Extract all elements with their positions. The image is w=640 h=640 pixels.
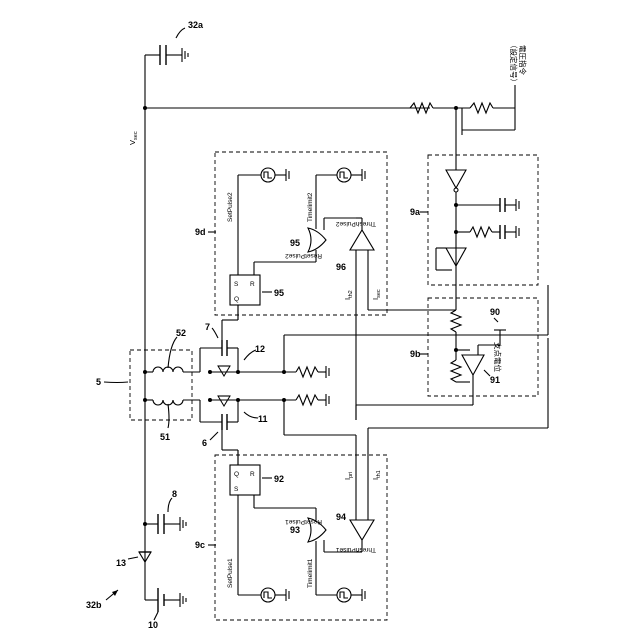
coil-52 [143,367,200,374]
vsec-sub: sec [133,131,139,140]
switch-7 [200,305,252,376]
isec-sub: sec [376,289,382,298]
block-9a [428,155,538,285]
ref-32a: 32a [188,20,204,30]
ref-13: 13 [116,558,126,568]
ref-90: 90 [490,307,500,317]
svg-text:Ipri: Ipri [343,472,354,480]
block-9b [428,298,538,396]
ref-32b: 32b [86,600,102,610]
ff92-s: S [234,486,239,493]
ref-92: 92 [274,474,284,484]
divider-resistors [410,85,515,135]
threshpulse1-label: ThreshPulse1 [336,546,376,553]
block-9a-circuit [436,135,519,290]
ref-32b-arrow [106,590,118,600]
ref-9b: 9b [410,349,421,359]
voltage-cmd-line1: 電圧指令 [518,45,528,75]
pulse-source-setpulse1 [238,588,289,602]
ff92-q: Q [234,471,239,478]
vsec-label: Vsec [128,131,139,145]
svg-text:Vsec: Vsec [128,131,139,145]
ref-11: 11 [258,414,268,424]
coil-51 [143,398,200,405]
ref-5: 5 [96,377,101,387]
sense-resistor-lower [252,394,329,406]
pulse-source-timelimit2 [316,168,365,182]
ff95-s: S [234,281,239,288]
svg-text:Ith1: Ith1 [371,470,382,480]
capacitor-8 [143,514,186,534]
ref-95-ff: 95 [274,288,284,298]
transformer-5-box [130,350,192,420]
ref-7: 7 [205,322,210,332]
svg-text:Isec: Isec [371,289,382,300]
ref-10: 10 [148,620,158,630]
ipri-sub: pri [348,472,354,478]
block-9d [215,152,387,315]
ith1-sub: th1 [376,470,382,478]
ith2-sub: th2 [348,290,354,298]
ref-8: 8 [172,489,177,499]
flipflop-95: S R Q [230,275,260,320]
setpulse2-label: SetPulse2 [227,192,234,222]
ref-9d: 9d [195,227,206,237]
ff92-r: R [250,471,255,478]
ref-96: 96 [336,262,346,272]
ff95-q: Q [234,296,239,303]
svg-text:Ith2: Ith2 [343,290,354,300]
voltage-command-label: 電圧指令 （設定信号） [509,41,528,86]
flipflop-92: Q S R [230,450,260,495]
setpulse1-label: SetPulse1 [227,558,234,588]
ref-6: 6 [202,438,207,448]
ith1-label: Ith1 [371,470,382,480]
ith2-label: Ith2 [343,290,354,300]
ref-9c: 9c [195,540,205,550]
timelimit1-label: Timelimit1 [307,558,314,588]
ref-12: 12 [255,344,265,354]
ref-51: 51 [160,432,170,442]
ref-93: 93 [290,525,300,535]
comparator-94 [350,428,374,552]
threshpulse2-label: ThreshPulse2 [336,220,376,227]
ref-95-or: 95 [290,238,300,248]
battery-10 [145,588,186,612]
ipri-label: Ipri [343,472,354,480]
pulse-source-timelimit1 [316,588,365,602]
ff95-r: R [250,281,255,288]
ref-52: 52 [176,328,186,338]
isec-label: Isec [371,289,382,300]
support-potential-label: 支点電位 [493,342,503,372]
comparator-96 [350,218,374,420]
sense-resistor-upper [252,366,329,378]
pulse-source-setpulse2 [238,168,289,182]
resetpulse2-label: ResetPulse2 [285,252,322,259]
ref-91: 91 [490,375,500,385]
ref-9a: 9a [410,207,421,217]
ref-94: 94 [336,512,346,522]
capacitor-32a [160,45,188,65]
resetpulse1-label: ResetPulse1 [285,518,322,525]
timelimit2-label: Timelimit2 [307,192,314,222]
voltage-cmd-line2: （設定信号） [509,41,519,86]
